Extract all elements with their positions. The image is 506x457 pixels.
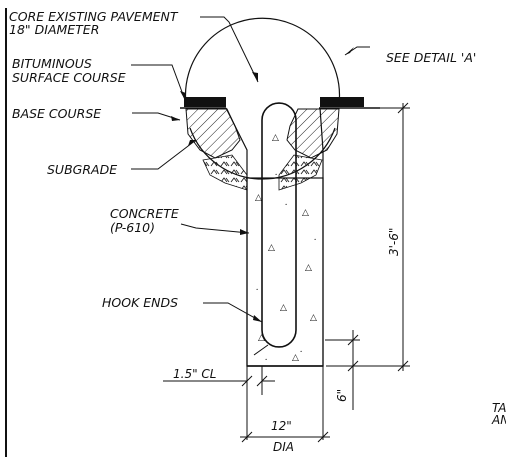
core-label-line2: 18" DIAMETER (9, 22, 99, 37)
edge-text-line1: TA (492, 401, 506, 415)
bituminous-bar-right (320, 97, 364, 107)
bottom-cover-dimension (325, 330, 360, 410)
depth-dimension (326, 102, 410, 372)
bituminous-label-line2: SURFACE COURSE (12, 70, 126, 85)
base-course-label: BASE COURSE (12, 106, 101, 121)
concrete-aggregate: △.△ △.△ △△. △.△ .△. (255, 133, 317, 363)
svg-text:△: △ (292, 353, 299, 363)
diameter-label: DIA (273, 440, 294, 454)
clear-cover-label: 1.5" CL (173, 367, 216, 381)
core-label-line1: CORE EXISTING PAVEMENT (9, 9, 179, 24)
core-circle (184, 17, 341, 105)
leader-lines (131, 16, 370, 356)
svg-text:△: △ (268, 243, 275, 253)
clear-cover-dimension (163, 366, 275, 440)
diameter-value: 12" (271, 419, 292, 433)
svg-text:△: △ (280, 303, 287, 313)
concrete-label-line1: CONCRETE (110, 206, 179, 221)
svg-text:△: △ (258, 333, 265, 343)
rebar-hook (261, 102, 297, 348)
svg-text:△: △ (310, 313, 317, 323)
svg-text:△: △ (255, 193, 262, 203)
depth-label: 3'-6" (387, 228, 401, 256)
svg-text:.: . (256, 283, 259, 293)
svg-text:△: △ (272, 133, 279, 143)
svg-text:.: . (275, 168, 278, 178)
base-course-left (185, 108, 241, 159)
svg-text:.: . (314, 233, 317, 243)
svg-text:.: . (285, 198, 288, 208)
svg-text:△: △ (302, 208, 309, 218)
see-detail-label: SEE DETAIL 'A' (386, 50, 476, 65)
subgrade-right (278, 154, 323, 191)
bituminous-label-line1: BITUMINOUS (12, 56, 92, 71)
leader-arrows (171, 47, 354, 322)
svg-text:.: . (265, 353, 268, 363)
subgrade-left (202, 154, 248, 191)
bituminous-bar-left (184, 97, 226, 107)
subgrade-label: SUBGRADE (47, 162, 117, 177)
svg-text:.: . (300, 345, 303, 355)
svg-text:△: △ (305, 263, 312, 273)
edge-text-line2: AN (491, 413, 506, 427)
hook-ends-label: HOOK ENDS (102, 295, 178, 310)
diameter-dimension (240, 366, 330, 443)
bottom-cover-label: 6" (335, 389, 349, 402)
base-course-right (286, 108, 340, 159)
concrete-label-line2: (P-610) (110, 220, 155, 235)
